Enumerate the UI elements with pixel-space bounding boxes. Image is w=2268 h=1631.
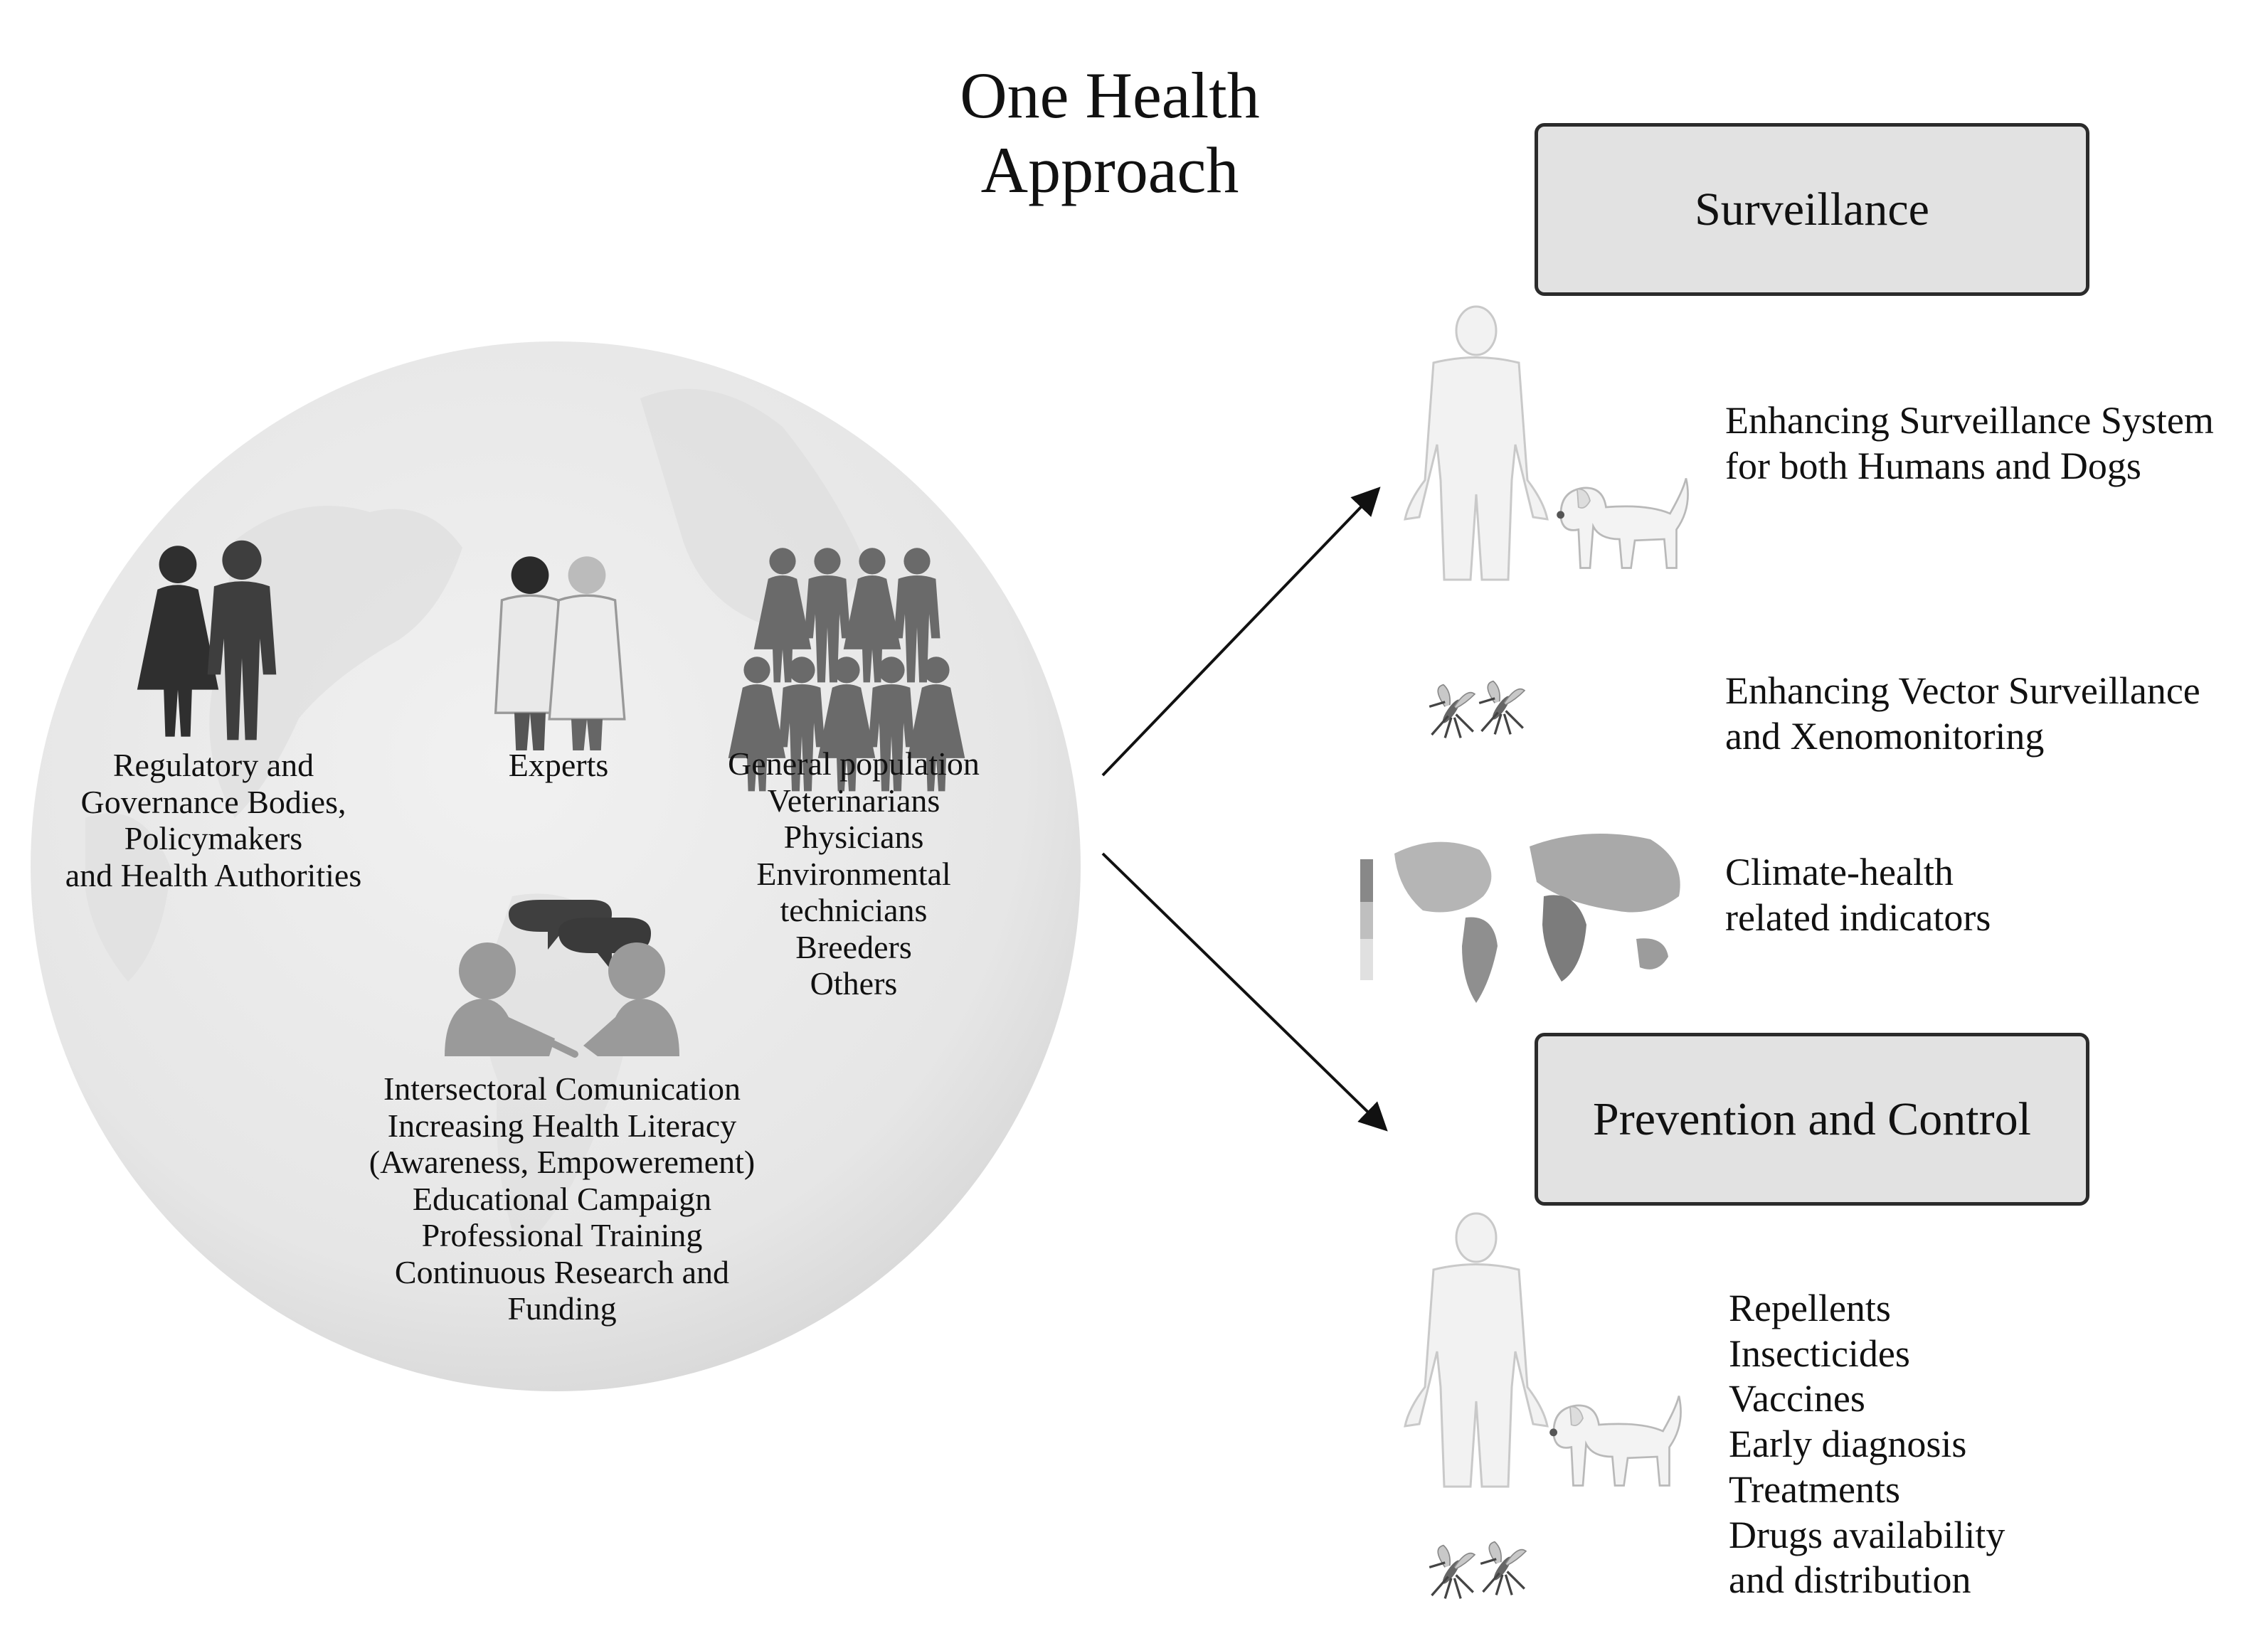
doctors-icon: [494, 556, 626, 750]
prevention-list: Repellents Insecticides Vaccines Early d…: [1729, 1287, 2005, 1602]
prevention-heading: Prevention and Control: [1593, 1093, 2031, 1145]
prevention-box: Prevention and Control: [1535, 1033, 2089, 1206]
arrow-to-prevention: [1101, 852, 1388, 1132]
surveillance-heading: Surveillance: [1695, 183, 1929, 235]
arrow-to-surveillance: [1101, 487, 1381, 777]
prevention-mosquito-icon: [1428, 1540, 1527, 1600]
world-climate-map-icon: [1360, 834, 1680, 1003]
surveillance-item-3: Climate-health related indicators: [1725, 851, 1991, 939]
mosquito-icon: [1428, 679, 1526, 740]
surveillance-item-2: Enhancing Vector Surveillance and Xenomo…: [1725, 669, 2200, 758]
page-title: One Health Approach: [960, 59, 1260, 206]
surveillance-box: Surveillance: [1535, 123, 2089, 296]
regulatory-label: Regulatory and Governance Bodies, Policy…: [65, 747, 362, 893]
human-dog-icon: [1404, 305, 1689, 581]
communication-label: Intersectoral Comunication Increasing He…: [369, 1070, 756, 1327]
population-label: General population Veterinarians Physici…: [728, 745, 980, 1002]
communication-icon: [445, 900, 679, 1058]
prevention-human-dog-icon: [1404, 1212, 1682, 1488]
surveillance-item-1: Enhancing Surveillance System for both H…: [1725, 399, 2214, 487]
experts-label: Experts: [508, 747, 609, 783]
